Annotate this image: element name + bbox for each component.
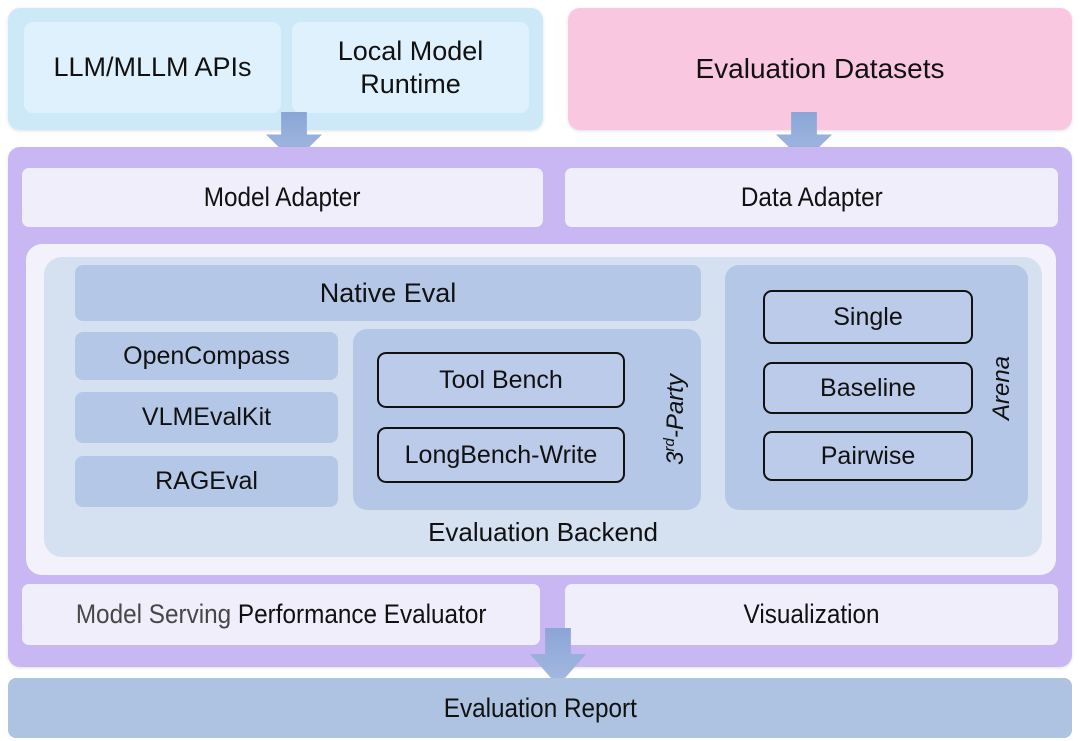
native-eval-label: Native Eval xyxy=(319,277,457,308)
evaluation-report-box: Evaluation Report xyxy=(8,678,1072,738)
third-party-label: 3rd-Party xyxy=(660,374,689,465)
arena-pairwise-box: Pairwise xyxy=(763,431,973,481)
arena-baseline-box: Baseline xyxy=(763,362,973,414)
perf-evaluator-label: Model Serving Performance Evaluator xyxy=(75,599,487,629)
data-adapter-box: Data Adapter xyxy=(565,168,1058,227)
longbench-write-label: LongBench-Write xyxy=(404,440,598,469)
llm-mllm-apis-box: LLM/MLLM APIs xyxy=(24,22,281,113)
arena-single-label: Single xyxy=(833,302,903,331)
evaluation-backend-caption: Evaluation Backend xyxy=(428,517,658,547)
vlmevalkit-label: VLMEvalKit xyxy=(141,403,272,431)
third-party-group: Tool Bench LongBench-Write 3rd-Party xyxy=(353,329,701,510)
data-adapter-label: Data Adapter xyxy=(740,182,883,212)
local-model-runtime-label: Local Model Runtime xyxy=(337,35,484,99)
arena-baseline-label: Baseline xyxy=(820,373,916,402)
arena-group: Single Baseline Pairwise Arena xyxy=(725,265,1028,510)
arena-vertical-label-wrap: Arena xyxy=(982,265,1022,510)
arena-pairwise-label: Pairwise xyxy=(820,441,916,470)
native-eval-box: Native Eval xyxy=(75,265,701,321)
third-party-vertical-label-wrap: 3rd-Party xyxy=(655,329,695,510)
vlmevalkit-box: VLMEvalKit xyxy=(75,392,338,443)
rageval-box: RAGEval xyxy=(75,456,338,507)
longbench-write-box: LongBench-Write xyxy=(377,427,625,483)
local-model-runtime-box: Local Model Runtime xyxy=(292,22,529,113)
arena-label: Arena xyxy=(988,355,1016,420)
visualization-label: Visualization xyxy=(743,599,880,629)
model-sources-container: LLM/MLLM APIs Local Model Runtime xyxy=(8,8,543,130)
visualization-box: Visualization xyxy=(565,584,1058,645)
evaluation-report-label: Evaluation Report xyxy=(443,692,637,723)
evaluation-datasets-label: Evaluation Datasets xyxy=(695,53,945,84)
opencompass-box: OpenCompass xyxy=(75,332,338,380)
tool-bench-box: Tool Bench xyxy=(377,352,625,408)
evaluation-backend-container: Native Eval OpenCompass VLMEvalKit RAGEv… xyxy=(44,257,1042,557)
framework-container: Model Adapter Data Adapter Native Eval O… xyxy=(8,147,1072,667)
llm-mllm-apis-label: LLM/MLLM APIs xyxy=(53,52,252,83)
evaluation-datasets-box: Evaluation Datasets xyxy=(568,8,1072,130)
model-adapter-box: Model Adapter xyxy=(22,168,543,227)
model-adapter-label: Model Adapter xyxy=(204,182,361,212)
rageval-label: RAGEval xyxy=(155,467,258,495)
arena-single-box: Single xyxy=(763,290,973,344)
tool-bench-label: Tool Bench xyxy=(439,365,563,394)
opencompass-label: OpenCompass xyxy=(123,341,290,370)
perf-evaluator-box: Model Serving Performance Evaluator xyxy=(22,584,540,645)
backend-panel: Native Eval OpenCompass VLMEvalKit RAGEv… xyxy=(26,244,1056,575)
